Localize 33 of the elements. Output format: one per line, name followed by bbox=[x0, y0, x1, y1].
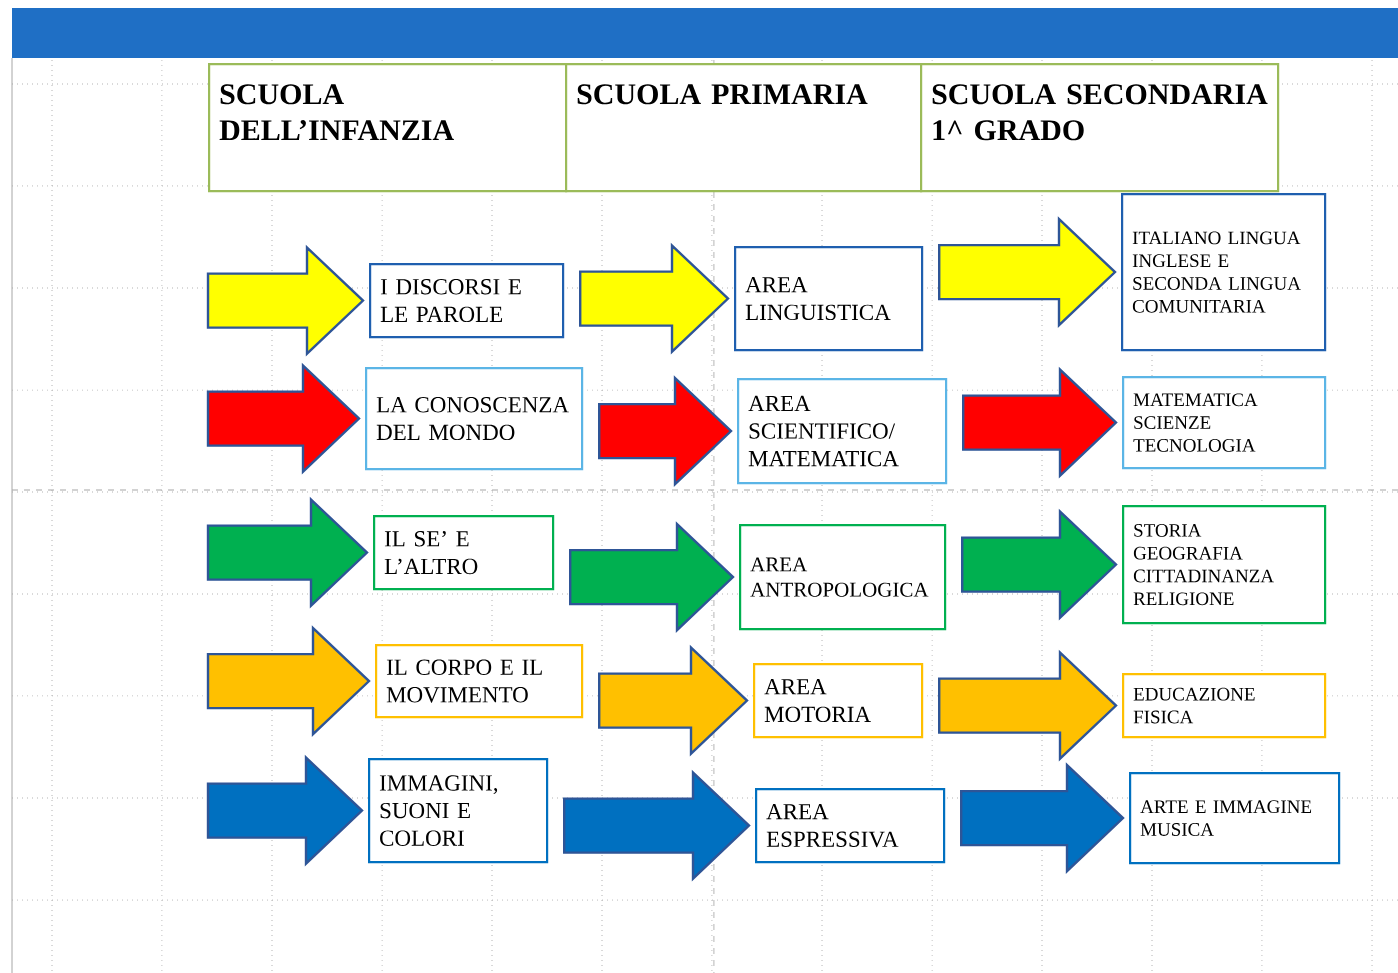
column-header: SCUOLA PRIMARIA bbox=[565, 63, 923, 193]
subject-box: AREA LINGUISTICA bbox=[734, 246, 924, 352]
block-arrow bbox=[206, 362, 361, 475]
block-arrow bbox=[598, 644, 749, 757]
block-arrow bbox=[569, 521, 735, 633]
block-arrow bbox=[206, 244, 365, 357]
block-arrow bbox=[938, 216, 1117, 328]
subject-box: I DISCORSI E LE PAROLE bbox=[369, 263, 565, 339]
column-header: SCUOLA DELL’INFANZIA bbox=[208, 63, 568, 193]
block-arrow bbox=[962, 366, 1118, 479]
subject-box: EDUCAZIONE FISICA bbox=[1122, 673, 1327, 739]
subject-box: AREA ESPRESSIVA bbox=[755, 788, 946, 864]
block-arrow bbox=[961, 508, 1118, 621]
subject-box: STORIA GEOGRAFIA CITTADINANZA RELIGIONE bbox=[1122, 505, 1327, 625]
block-arrow bbox=[938, 649, 1118, 762]
block-arrow bbox=[579, 242, 730, 355]
block-arrow bbox=[563, 769, 751, 882]
block-arrow bbox=[206, 496, 369, 609]
subject-box: AREA MOTORIA bbox=[753, 663, 924, 739]
subject-box: ITALIANO LINGUA INGLESE E SECONDA LINGUA COMUNITARIA bbox=[1121, 193, 1327, 352]
column-header: SCUOLA SECONDARIA 1^ GRADO bbox=[920, 63, 1280, 193]
subject-box: ARTE E IMMAGINE MUSICA bbox=[1129, 772, 1341, 865]
subject-box: AREA ANTROPOLOGICA bbox=[739, 524, 947, 631]
block-arrow bbox=[960, 762, 1125, 874]
subject-box: AREA SCIENTIFICO/ MATEMATICA bbox=[737, 378, 948, 485]
subject-box: MATEMATICA SCIENZE TECNOLOGIA bbox=[1122, 376, 1327, 470]
block-arrow bbox=[206, 754, 364, 867]
block-arrow bbox=[206, 625, 371, 737]
subject-box: IL SE’ E L’ALTRO bbox=[373, 515, 555, 591]
block-arrow bbox=[598, 375, 733, 487]
subject-box: IL CORPO E IL MOVIMENTO bbox=[375, 644, 584, 719]
subject-box: LA CONOSCENZA DEL MONDO bbox=[365, 367, 584, 471]
subject-box: IMMAGINI, SUONI E COLORI bbox=[368, 758, 549, 864]
